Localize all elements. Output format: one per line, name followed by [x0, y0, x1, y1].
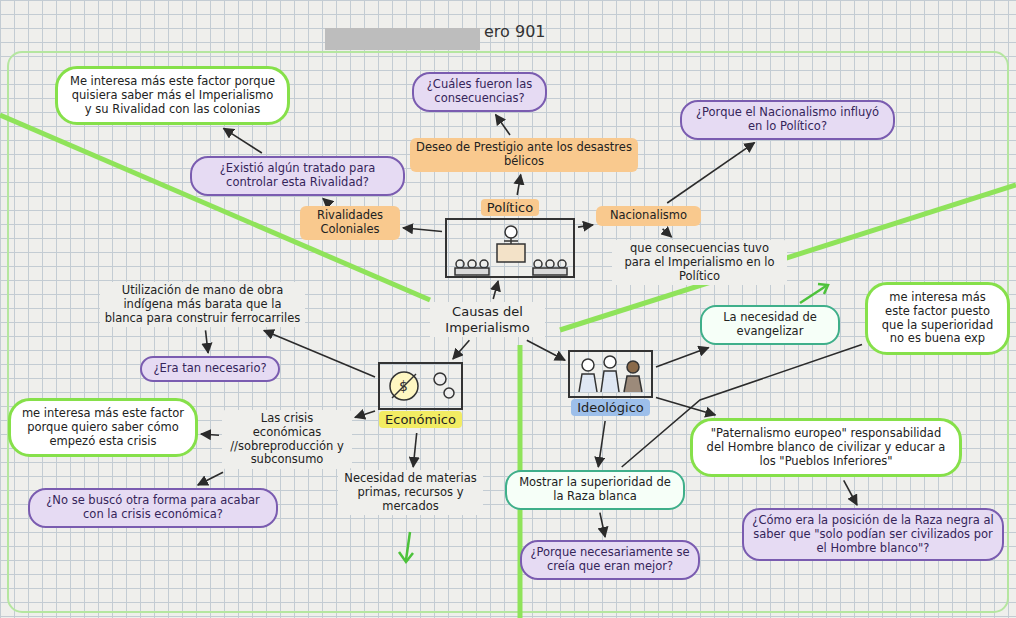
connector-arrow [355, 411, 375, 418]
interest-cloud: me interesa más este factor porque quier… [8, 398, 198, 457]
connector-arrow [517, 175, 521, 195]
category-label-row: Ideológico [568, 398, 653, 418]
cause-highlight: Deseo de Prestigio ante los desastres bé… [410, 138, 638, 172]
category-label-row: Político [445, 198, 575, 218]
node-text: Utilización de mano de obra indígena más… [104, 284, 301, 325]
picture-frame [445, 218, 575, 278]
node-text: ¿Cómo era la posición de la Raza negra a… [752, 514, 994, 555]
node-text: La necesidad de evangelizar [710, 311, 830, 339]
question-cloud: ¿Era tan necesario? [140, 356, 280, 382]
divider-line [0, 115, 430, 300]
note-text: que consecuencias tuvo para el Imperiali… [612, 240, 787, 285]
connector-arrow [496, 115, 510, 135]
connector-arrow [527, 340, 565, 360]
redaction-bar [325, 28, 480, 50]
question-cloud: ¿Existió algún tratado para controlar es… [190, 156, 405, 196]
connector-arrow [403, 228, 442, 232]
connector-arrow [413, 433, 417, 467]
question-cloud: ¿Cómo era la posición de la Raza negra a… [742, 508, 1004, 561]
connector-arrow [198, 472, 223, 485]
node-text: Las crisis económicas //sobreproducción … [226, 412, 348, 467]
node-text: Deseo de Prestigio ante los desastres bé… [416, 141, 632, 169]
connector-arrow [600, 513, 605, 537]
connector-arrow [656, 348, 709, 368]
node-text: "Paternalismo europeo" responsabilidad d… [703, 427, 949, 468]
question-cloud: ¿Porque el Nacionalismo influyó en lo Po… [680, 100, 895, 140]
question-cloud: ¿Cuáles fueron las consecuencias? [412, 72, 547, 112]
connector-arrow [323, 199, 328, 203]
node-text: Necesidad de materias primas, recursos y… [342, 472, 479, 513]
ideology-illustration [579, 356, 642, 392]
connector-arrow [598, 421, 605, 467]
cause-highlight: Rivalidades Coloniales [300, 206, 400, 240]
picture-frame [378, 362, 463, 410]
node-text: ¿No se buscó otra forma para acabar con … [38, 494, 268, 522]
connector-arrow [493, 281, 498, 299]
node-text: ¿Cuáles fueron las consecuencias? [422, 78, 537, 106]
cause-box: La necesidad de evangelizar [700, 305, 840, 345]
economy-illustration: $ [390, 372, 454, 400]
category-label-row: Económico [378, 410, 463, 430]
cause-text: Las crisis económicas //sobreproducción … [222, 410, 352, 469]
cause-text: Necesidad de materias primas, recursos y… [338, 470, 483, 515]
category-label: Político [481, 199, 539, 216]
category-label: Ideológico [571, 399, 650, 416]
connector-arrow [264, 330, 375, 377]
central-topic: Causas del Imperialismo [430, 302, 545, 337]
node-text: Rivalidades Coloniales [306, 209, 394, 237]
node-text: Mostrar la superioridad de la Raza blanc… [515, 476, 675, 504]
category-box: Económico [378, 362, 463, 430]
connector-arrow [844, 480, 857, 505]
cause-highlight: Nacionalismo [596, 206, 701, 226]
page-label: ero 901 [484, 22, 545, 41]
category-label: Económico [379, 411, 462, 428]
node-text: Nacionalismo [602, 209, 695, 223]
question-cloud: ¿No se buscó otra forma para acabar con … [28, 488, 278, 528]
picture-frame [568, 350, 653, 398]
cause-text: Utilización de mano de obra indígena más… [100, 282, 305, 327]
page-border [8, 52, 1008, 612]
node-text: Causas del Imperialismo [434, 304, 541, 335]
node-text: Me interesa más este factor porque quisi… [68, 75, 277, 116]
cause-cloud: "Paternalismo europeo" responsabilidad d… [690, 418, 962, 477]
node-text: ¿Existió algún tratado para controlar es… [200, 162, 395, 190]
connector-arrow [206, 330, 209, 353]
category-box: Ideológico [568, 350, 653, 418]
connector-arrow [201, 434, 219, 435]
connector-arrow [224, 128, 262, 153]
node-text: me interesa más este factor puesto que l… [878, 291, 997, 346]
question-cloud: ¿Porque necesariamente se creía que eran… [520, 540, 700, 580]
interest-cloud: Me interesa más este factor porque quisi… [55, 66, 290, 125]
connector-arrow [667, 143, 754, 203]
node-text: ¿Era tan necesario? [150, 362, 270, 376]
connector-arrow [578, 225, 593, 227]
category-box: Político [445, 198, 575, 278]
politics-illustration [455, 226, 567, 275]
node-text: ¿Porque el Nacionalismo influyó en lo Po… [690, 106, 885, 134]
connector-arrow [663, 229, 672, 237]
node-text: que consecuencias tuvo para el Imperiali… [616, 242, 783, 283]
interest-cloud: me interesa más este factor puesto que l… [865, 282, 1010, 355]
cause-box: Mostrar la superioridad de la Raza blanc… [505, 470, 685, 510]
node-text: me interesa más este factor porque quier… [21, 407, 185, 448]
node-text: ¿Porque necesariamente se creía que eran… [530, 546, 690, 574]
connector-arrow [453, 340, 470, 359]
